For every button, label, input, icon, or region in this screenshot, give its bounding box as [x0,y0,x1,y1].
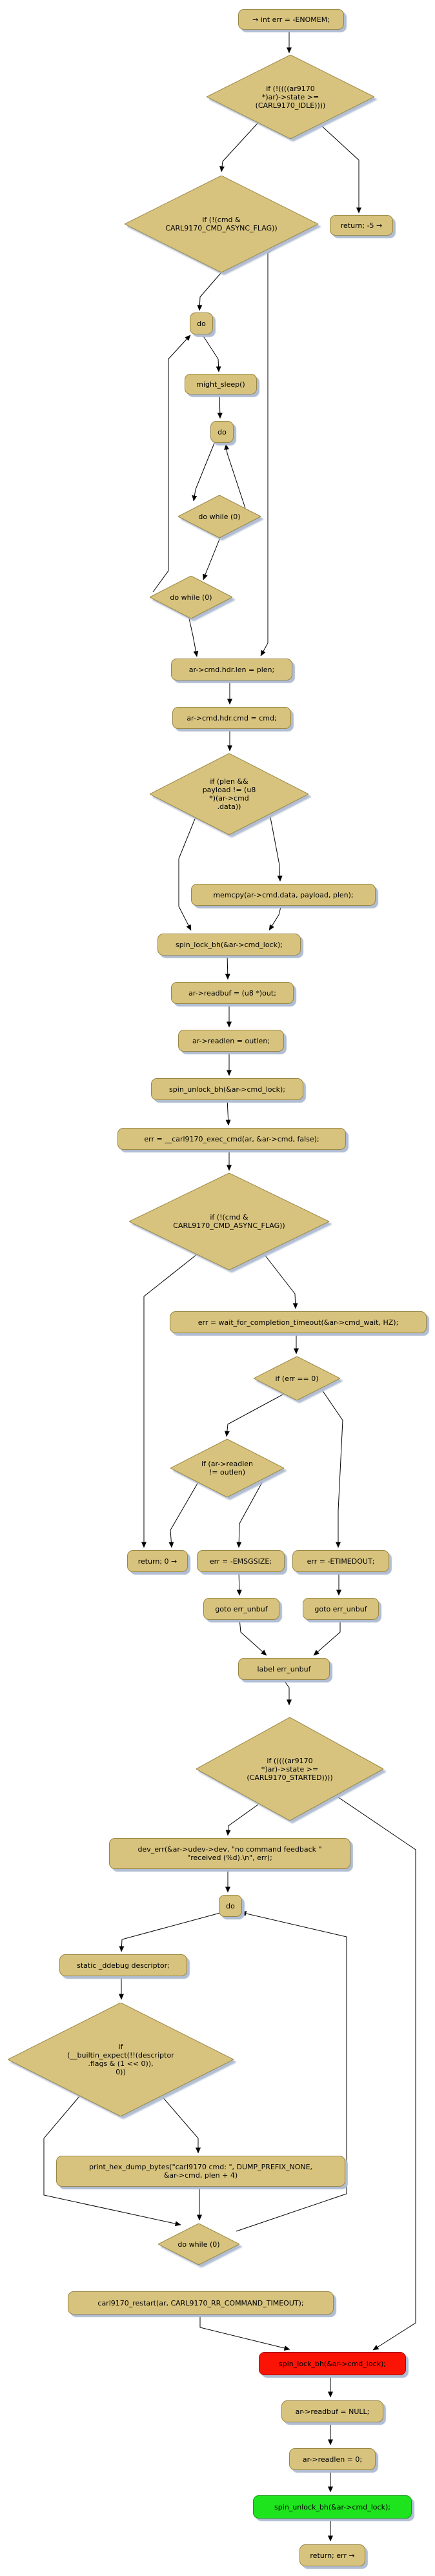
flow-edge [161,2095,201,2154]
diamond-shape [150,576,232,618]
flow-node-do-outer: do [190,312,213,334]
flow-node-memcpy: memcpy(ar->cmd.data, payload, plen); [191,884,376,906]
flow-node-readbuf-null: ar->readbuf = NULL; [281,2400,383,2422]
flow-node-label: if (__builtin_expect(!!(descriptor .flag… [67,2043,174,2076]
flow-edge [225,1804,259,1836]
flow-edge [320,1387,343,1548]
flow-node-if-err-0: if (err == 0) [254,1356,340,1400]
flow-edge [168,1482,199,1548]
flow-edge [152,334,191,593]
diamond-shape [254,1356,340,1400]
flow-edge [141,1254,197,1548]
flow-node-if-plen-payload: if (plen && payload != (u8 *)(ar->cmd .d… [150,753,309,835]
flow-edge [313,1619,341,1656]
flow-node-set-readlen: ar->readlen = outlen; [178,1030,284,1052]
flow-edge [282,1678,292,1706]
diamond-shape [178,495,261,538]
flow-node-label: if (!(cmd & CARL9170_CMD_ASYNC_FLAG)) [165,216,278,232]
flow-node-do-while-debug: do while (0) [158,2223,239,2265]
flow-node-err-emsgsize: err = -EMSGSIZE; [197,1550,285,1572]
flow-node-wait-for-completion: err = wait_for_completion_timeout(&ar->c… [170,1311,427,1333]
flow-node-label: if (plen && payload != (u8 *)(ar->cmd .d… [202,777,256,811]
flow-node-if-not-async-1: if (!(cmd & CARL9170_CMD_ASYNC_FLAG)) [125,176,318,272]
diamond-shape [207,55,374,139]
flow-node-might-sleep: might_sleep() [185,374,257,394]
flow-node-do-while-inner: do while (0) [178,495,261,538]
flow-edge [201,332,221,373]
flow-node-goto-err-unbuf-1: goto err_unbuf [203,1598,279,1620]
flow-edge [217,393,223,419]
diamond-shape [196,1717,383,1821]
flow-node-print-hex-dump: print_hex_dump_bytes("carl9170 cmd: ", D… [56,2156,345,2187]
flow-node-if-state-started: if (((((ar9170 *)ar)->state >= (CARL9170… [196,1717,383,1821]
flow-node-err-etimedout: err = -ETIMEDOUT; [292,1550,389,1572]
flow-edge [224,1393,285,1437]
flow-node-if-readlen-outlen: if (ar->readlen != outlen) [170,1439,284,1497]
flow-node-set-hdr-len: ar->cmd.hdr.len = plen; [171,659,292,680]
flow-node-do-debug: do [219,1895,242,1917]
flow-edge [188,618,199,657]
flow-node-entry: → int err = -ENOMEM; [238,9,344,30]
flow-node-if-builtin-expect: if (__builtin_expect(!!(descriptor .flag… [8,2003,234,2116]
flow-node-if-not-async-2: if (!(cmd & CARL9170_CMD_ASYNC_FLAG)) [129,1173,329,1270]
flow-node-do-inner: do [210,421,234,443]
flow-edge [119,1912,221,1952]
flow-edge [203,537,221,580]
flow-node-set-hdr-cmd: ar->cmd.hdr.cmd = cmd; [172,707,291,729]
flow-node-set-readbuf: ar->readbuf = (u8 *)out; [171,982,294,1004]
diamond-shape [125,176,318,272]
flow-edge [260,238,290,657]
flow-node-readlen-0: ar->readlen = 0; [289,2448,376,2470]
flow-edge [43,2095,181,2227]
diamond-shape [8,2003,234,2116]
flow-node-spin-unlock-highlighted: spin_unlock_bh(&ar->cmd_lock); [253,2495,412,2519]
flow-node-label-err-unbuf: label err_unbuf [238,1658,330,1680]
flow-edge [268,904,282,931]
flow-edge [319,123,361,214]
flow-node-label: if (!(cmd & CARL9170_CMD_ASYNC_FLAG)) [173,1213,285,1230]
flow-edge [335,1795,416,2351]
flow-node-return-minus5: return; -5 → [330,215,393,236]
flow-edge [239,1618,267,1656]
flow-node-goto-err-unbuf-2: goto err_unbuf [303,1598,379,1620]
flow-edge [225,1098,231,1126]
diamond-shape [158,2223,239,2265]
flow-node-label: if (((((ar9170 *)ar)->state >= (CARL9170… [247,1756,333,1782]
flow-edge [219,122,259,172]
flow-edge [224,444,246,509]
flow-node-spin-lock: spin_lock_bh(&ar->cmd_lock); [157,934,301,956]
flow-node-label: if (err == 0) [275,1374,319,1383]
flow-edge [192,441,216,502]
diamond-shape [129,1173,329,1270]
flow-node-label: do while (0) [198,512,241,521]
flow-node-dev-err: dev_err(&ar->udev->dev, "no command feed… [109,1838,350,1869]
flow-edge [269,813,283,882]
flow-node-label: if (!((((ar9170 *)ar)->state >= (CARL917… [255,84,326,110]
flow-edge [236,1477,265,1548]
flow-node-return-err: return; err → [299,2544,365,2566]
flow-edge [178,817,196,931]
diamond-shape [150,753,309,835]
flow-edge [225,954,230,980]
flow-node-ddebug-descriptor: static _ddebug descriptor; [59,1954,187,1976]
flow-node-do-while-outer: do while (0) [150,576,232,618]
flow-node-carl9170-restart: carl9170_restart(ar, CARL9170_RR_COMMAND… [68,2291,334,2315]
flow-edge [263,1252,298,1309]
flow-edge [197,272,222,311]
flow-node-label: if (ar->readlen != outlen) [201,1460,254,1477]
flow-edge [236,1911,347,2232]
flow-node-spin-lock-highlighted: spin_lock_bh(&ar->cmd_lock); [259,2352,406,2375]
flow-node-return-0: return; 0 → [127,1550,188,1572]
flow-node-exec-cmd: err = __carl9170_exec_cmd(ar, &ar->cmd, … [117,1128,346,1150]
flow-edge [199,2313,290,2351]
flow-node-label: do while (0) [170,593,212,602]
flow-node-spin-unlock: spin_unlock_bh(&ar->cmd_lock); [151,1078,303,1100]
diamond-shape [170,1439,284,1497]
flow-node-label: do while (0) [177,2240,220,2249]
flow-node-if-state-idle: if (!((((ar9170 *)ar)->state >= (CARL917… [207,55,374,139]
